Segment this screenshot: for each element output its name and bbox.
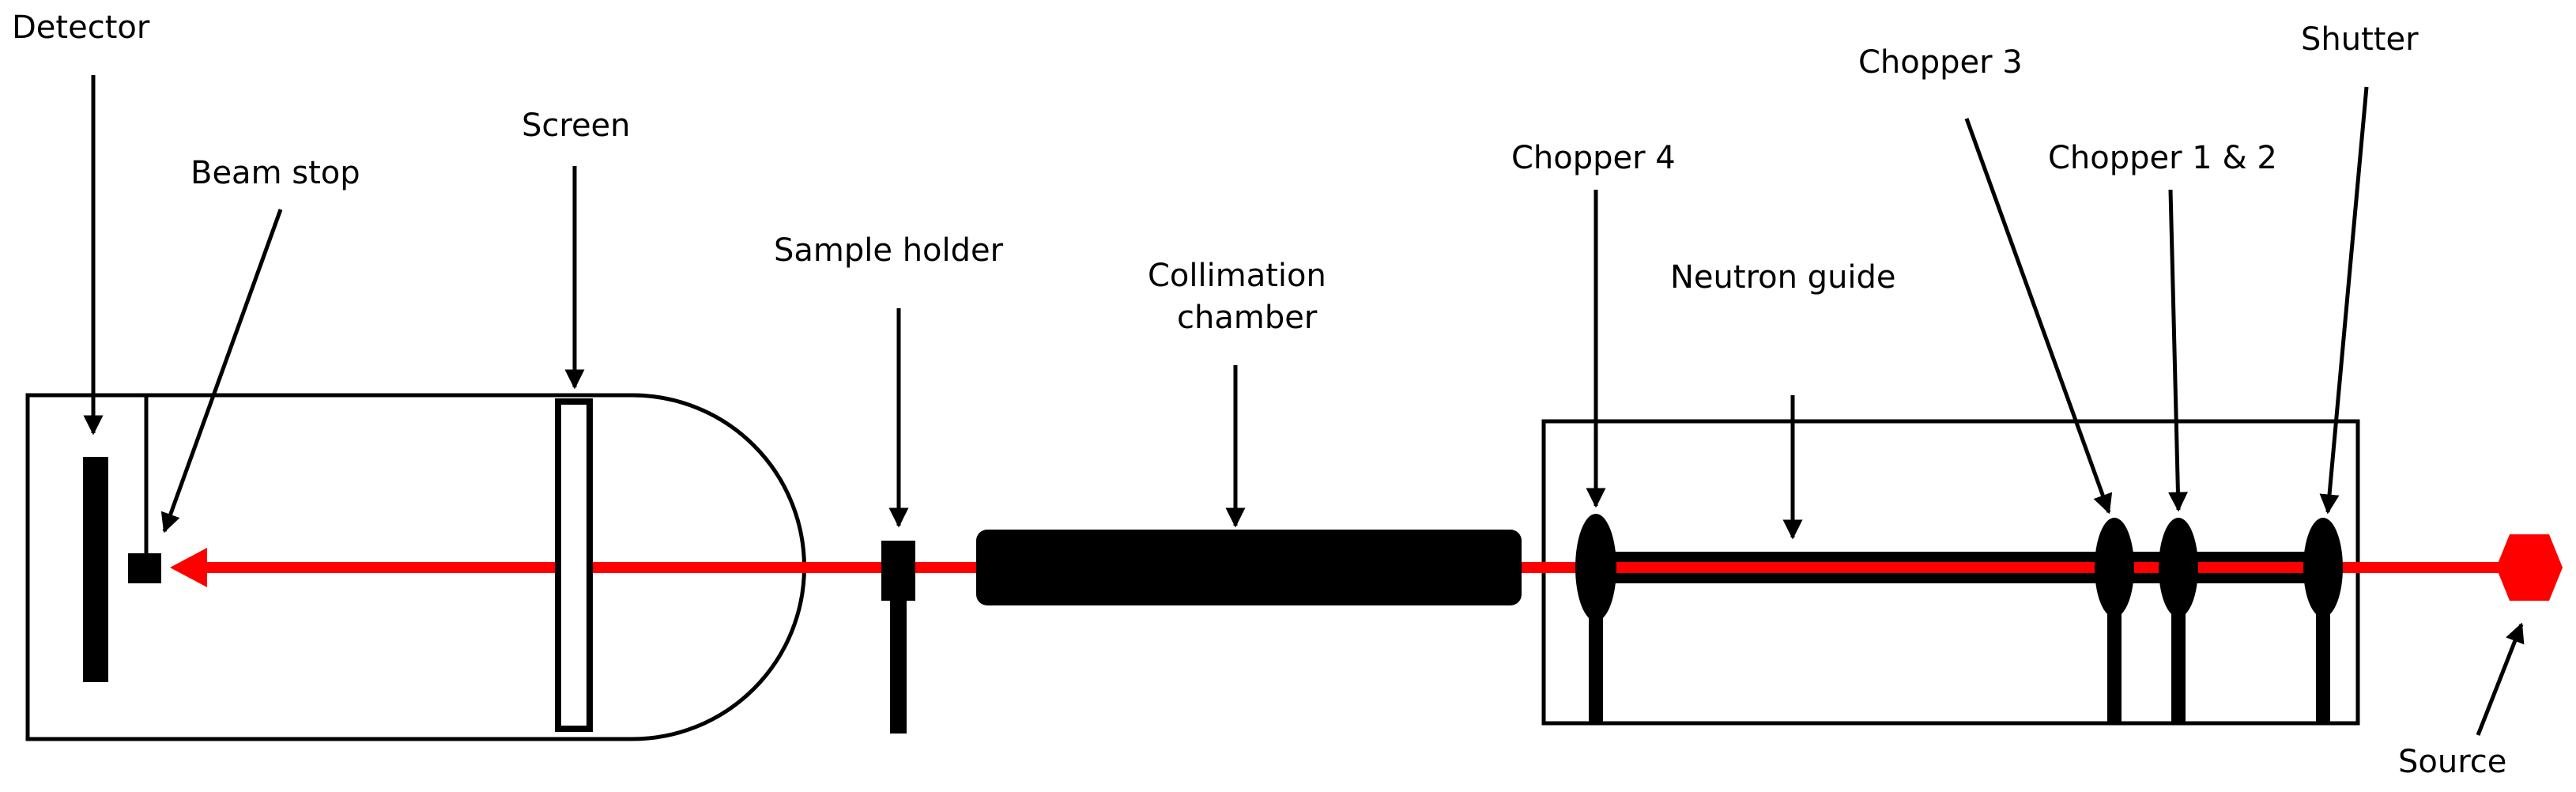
chopper-3-arrow — [1964, 118, 2113, 515]
beam-stop — [128, 553, 161, 583]
chopper-4 — [1575, 514, 1616, 621]
chopper-1-2 — [2159, 518, 2198, 617]
detector-plate — [83, 457, 108, 682]
shutter-arrow — [2319, 86, 2369, 515]
chopper-1-2-label: Chopper 1 & 2 — [2048, 140, 2277, 176]
beam-stop-label: Beam stop — [190, 155, 360, 191]
chopper-3-label: Chopper 3 — [1858, 44, 2023, 81]
sample-holder-label: Sample holder — [774, 232, 1004, 269]
beam-stop-arrow — [160, 209, 283, 534]
source-label: Source — [2398, 744, 2506, 780]
collimation-chamber — [976, 530, 1522, 605]
neutron-guide-label: Neutron guide — [1670, 259, 1896, 296]
chopper-1-2-arrow — [2167, 189, 2188, 512]
collimation-chamber-label-line2: chamber — [1177, 300, 1318, 336]
beam-arrowhead — [170, 548, 207, 587]
collimation-chamber-label-line1: Collimation — [1148, 258, 1326, 294]
chopper-3 — [2095, 518, 2134, 617]
source-hexagon — [2496, 534, 2563, 601]
source-arrow — [2476, 622, 2525, 736]
screen — [555, 398, 593, 732]
shutter-label: Shutter — [2301, 21, 2419, 58]
chopper-4-label: Chopper 4 — [1511, 140, 1676, 176]
sample-holder — [881, 541, 915, 601]
detector-label: Detector — [12, 9, 150, 46]
shutter — [2303, 518, 2343, 617]
screen-label: Screen — [522, 107, 631, 144]
sample-holder-stand — [890, 599, 907, 734]
